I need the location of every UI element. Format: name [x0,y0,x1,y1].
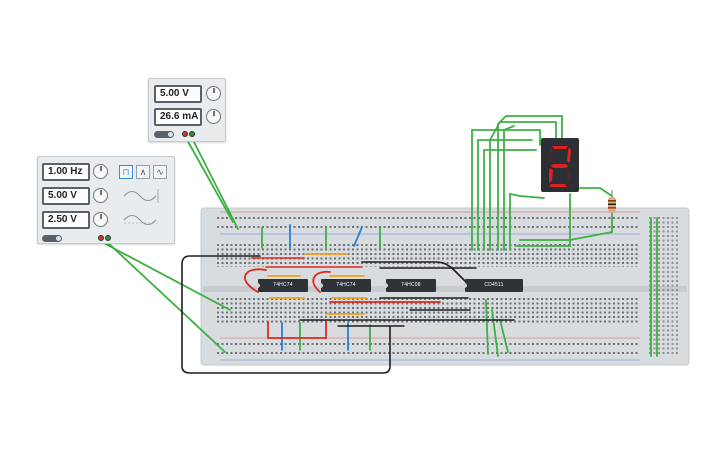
wire [509,192,545,251]
current-knob[interactable] [206,109,221,124]
wire [312,270,331,293]
wire [499,319,509,353]
wire [483,149,537,251]
sine-wave-icon[interactable]: ∿ [153,165,167,179]
wire [244,268,267,293]
wire [515,193,571,247]
function-generator[interactable]: 1.00 Hz 5.00 V 2.50 V ⊓ ∧ ∿ [37,156,175,244]
digit-display [549,146,575,188]
wire [477,139,533,251]
dc-power-supply[interactable]: 5.00 V 26.6 mA [148,78,226,142]
wire [503,125,515,251]
negative-terminal[interactable] [105,235,111,241]
wire [579,187,613,197]
frequency-knob[interactable] [93,164,108,179]
wire [181,255,391,374]
positive-terminal[interactable] [98,235,104,241]
offset-readout: 2.50 V [42,211,90,229]
voltage-knob[interactable] [206,86,221,101]
chip-74hc74-1[interactable]: 74HC74 [256,279,308,292]
wire [485,299,489,355]
amplitude-knob[interactable] [93,188,108,203]
chip-74hc74-2[interactable]: 74HC74 [319,279,371,292]
chip-74hc08[interactable]: 74HC08 [384,279,436,292]
wire [99,240,231,311]
wire [191,137,239,230]
positive-terminal[interactable] [182,131,188,137]
power-toggle[interactable] [42,235,62,242]
square-wave-icon[interactable]: ⊓ [119,165,133,179]
wire [105,240,226,353]
wire [497,115,563,251]
seven-segment-display[interactable] [541,138,579,192]
power-toggle[interactable] [154,131,174,138]
wire [267,321,327,339]
wire [361,261,469,285]
amplitude-wave-icon [123,189,159,203]
voltage-readout: 5.00 V [154,85,202,103]
offset-knob[interactable] [93,212,108,227]
wire [519,213,613,241]
wire [353,226,363,247]
wire [491,309,499,357]
offset-wave-icon [123,215,158,225]
wires [99,115,658,374]
current-readout: 26.6 mA [154,108,202,126]
triangle-wave-icon[interactable]: ∧ [136,165,150,179]
amplitude-readout: 5.00 V [42,187,90,205]
frequency-readout: 1.00 Hz [42,163,90,181]
wire [185,137,234,223]
breadboard [200,207,690,366]
negative-terminal[interactable] [189,131,195,137]
chip-cd4511[interactable]: CD4511 [463,279,523,292]
resistor[interactable] [608,190,616,218]
